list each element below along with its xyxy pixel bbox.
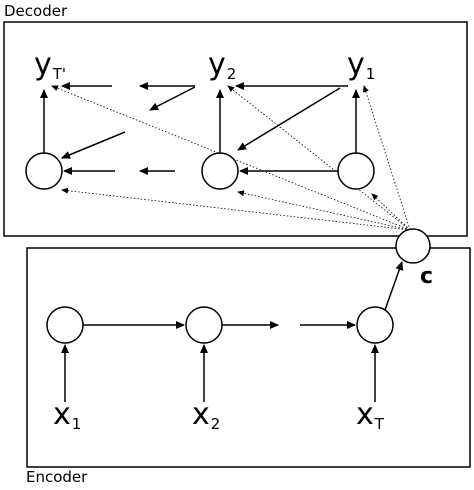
decoder-arrows xyxy=(40,82,360,175)
decoder-state-1 xyxy=(337,152,375,190)
decoder-title: Decoder xyxy=(4,2,68,20)
decoder-box xyxy=(3,21,468,237)
encoder-box xyxy=(26,247,471,468)
input-label-1: x1 xyxy=(53,397,82,433)
output-label-t: yT' xyxy=(34,47,67,83)
decoder-state-t xyxy=(25,152,63,190)
encoder-arrows xyxy=(61,261,404,402)
input-label-t: xT xyxy=(356,397,384,433)
output-label-1: y1 xyxy=(347,47,376,83)
output-label-2: y2 xyxy=(208,47,237,83)
encoder-state-1 xyxy=(46,306,84,344)
decoder-state-2 xyxy=(201,152,239,190)
encoder-state-t xyxy=(356,306,394,344)
context-node xyxy=(395,228,431,264)
encoder-state-2 xyxy=(185,306,223,344)
encoder-title: Encoder xyxy=(26,468,88,486)
input-label-2: x2 xyxy=(192,397,221,433)
context-label: c xyxy=(420,264,434,289)
